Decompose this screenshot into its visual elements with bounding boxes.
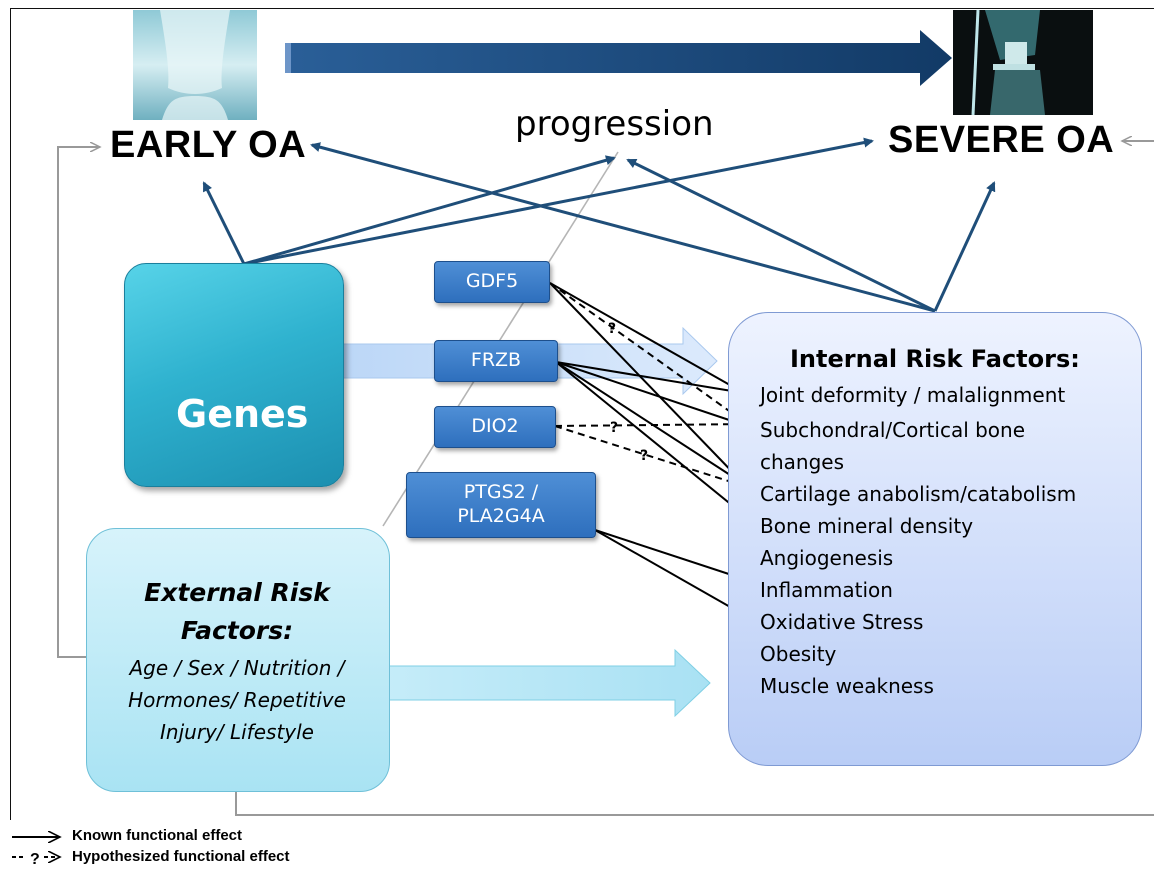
genes-to-progression-arrow — [243, 155, 616, 266]
frzb-known-arrow-1 — [555, 361, 744, 393]
internal-to-severe-arrow — [933, 181, 996, 312]
progression-big-arrow — [285, 30, 952, 86]
gene-ptgs2-pla2g4a: PTGS2 / PLA2G4A — [406, 472, 596, 538]
gene-dio2-label: DIO2 — [471, 415, 519, 438]
gdf5-known-arrow-1 — [549, 282, 744, 393]
external-factor-line-3: Injury/ Lifestyle — [160, 720, 314, 744]
internal-item-7: Inflammation — [760, 578, 893, 602]
internal-item-10: Muscle weakness — [760, 674, 934, 698]
bottom-feedback-loop — [235, 790, 1154, 816]
gene-dio2: DIO2 — [434, 406, 556, 448]
dio2-hypothesized-arrow-1 — [554, 424, 753, 426]
severe-oa-label: SEVERE OA — [888, 119, 1115, 161]
genes-box — [124, 263, 344, 487]
progression-label: progression — [515, 104, 714, 144]
external-to-progression-line — [382, 151, 619, 527]
internal-item-8: Oxidative Stress — [760, 610, 924, 634]
genes-to-early-arrow — [202, 181, 246, 265]
gene-pla2g4a-label: PLA2G4A — [457, 505, 545, 527]
legend-hypothesized-label: Hypothesized functional effect — [72, 848, 290, 865]
internal-item-2: Subchondral/Cortical bone — [760, 418, 1026, 442]
external-risk-factors-box — [86, 528, 390, 792]
influence-arrows — [202, 137, 996, 313]
gene-frzb: FRZB — [434, 340, 558, 382]
frzb-known-arrow-2 — [555, 361, 753, 428]
legend-question-mark: ? — [30, 851, 40, 868]
question-mark-dio2-1: ? — [610, 420, 618, 436]
question-mark-dio2-2: ? — [640, 448, 648, 464]
internal-item-6: Angiogenesis — [760, 546, 894, 570]
external-title-line1: External Risk — [144, 578, 330, 607]
severe-oa-xray-image — [953, 9, 1093, 116]
gene-ptgs2-label: PTGS2 / — [463, 481, 539, 504]
internal-item-5: Bone mineral density — [760, 514, 974, 538]
internal-to-progression-arrow — [626, 158, 936, 313]
external-to-internal-arrow — [387, 648, 711, 718]
gene-frzb-label: FRZB — [470, 349, 522, 372]
internal-item-9: Obesity — [760, 642, 837, 666]
genes-label: Genes — [176, 392, 309, 436]
external-factor-line-2: Hormones/ Repetitive — [128, 688, 346, 712]
legend-known-label: Known functional effect — [72, 827, 242, 844]
gdf5-known-arrow-2 — [549, 282, 744, 484]
diagram-frame — [10, 8, 1154, 820]
question-mark-gdf5: ? — [608, 321, 616, 337]
gdf5-hypothesized-arrow — [549, 282, 753, 428]
gene-gdf5-label: GDF5 — [465, 270, 519, 293]
external-title-line2: Factors: — [180, 616, 294, 645]
dio2-hypothesized-arrow-2 — [554, 425, 744, 486]
external-factor-line-1: Age / Sex / Nutrition / — [129, 656, 345, 680]
legend-symbols: ? — [12, 837, 60, 868]
ptgs2-known-arrow-2 — [594, 529, 753, 620]
progression-arrow-highlight — [285, 43, 291, 73]
internal-item-4: Cartilage anabolism/catabolism — [760, 482, 1077, 506]
early-oa-xray-image — [133, 10, 257, 120]
internal-title: Internal Risk Factors: — [790, 345, 1080, 373]
external-feedback-loop — [57, 147, 100, 658]
frzb-known-arrow-4 — [555, 361, 744, 515]
frzb-known-arrow-3 — [555, 361, 744, 484]
internal-to-early-arrow — [310, 142, 936, 313]
internal-risk-factors-box — [728, 312, 1142, 766]
functional-effect-arrows — [549, 282, 753, 620]
early-oa-label: EARLY OA — [110, 124, 307, 166]
ptgs2-known-arrow-1 — [594, 529, 744, 579]
internal-item-3: changes — [760, 450, 845, 474]
internal-item-1: Joint deformity / malalignment — [760, 383, 1066, 407]
genes-to-severe-arrow — [243, 137, 874, 266]
gene-gdf5: GDF5 — [434, 261, 550, 303]
